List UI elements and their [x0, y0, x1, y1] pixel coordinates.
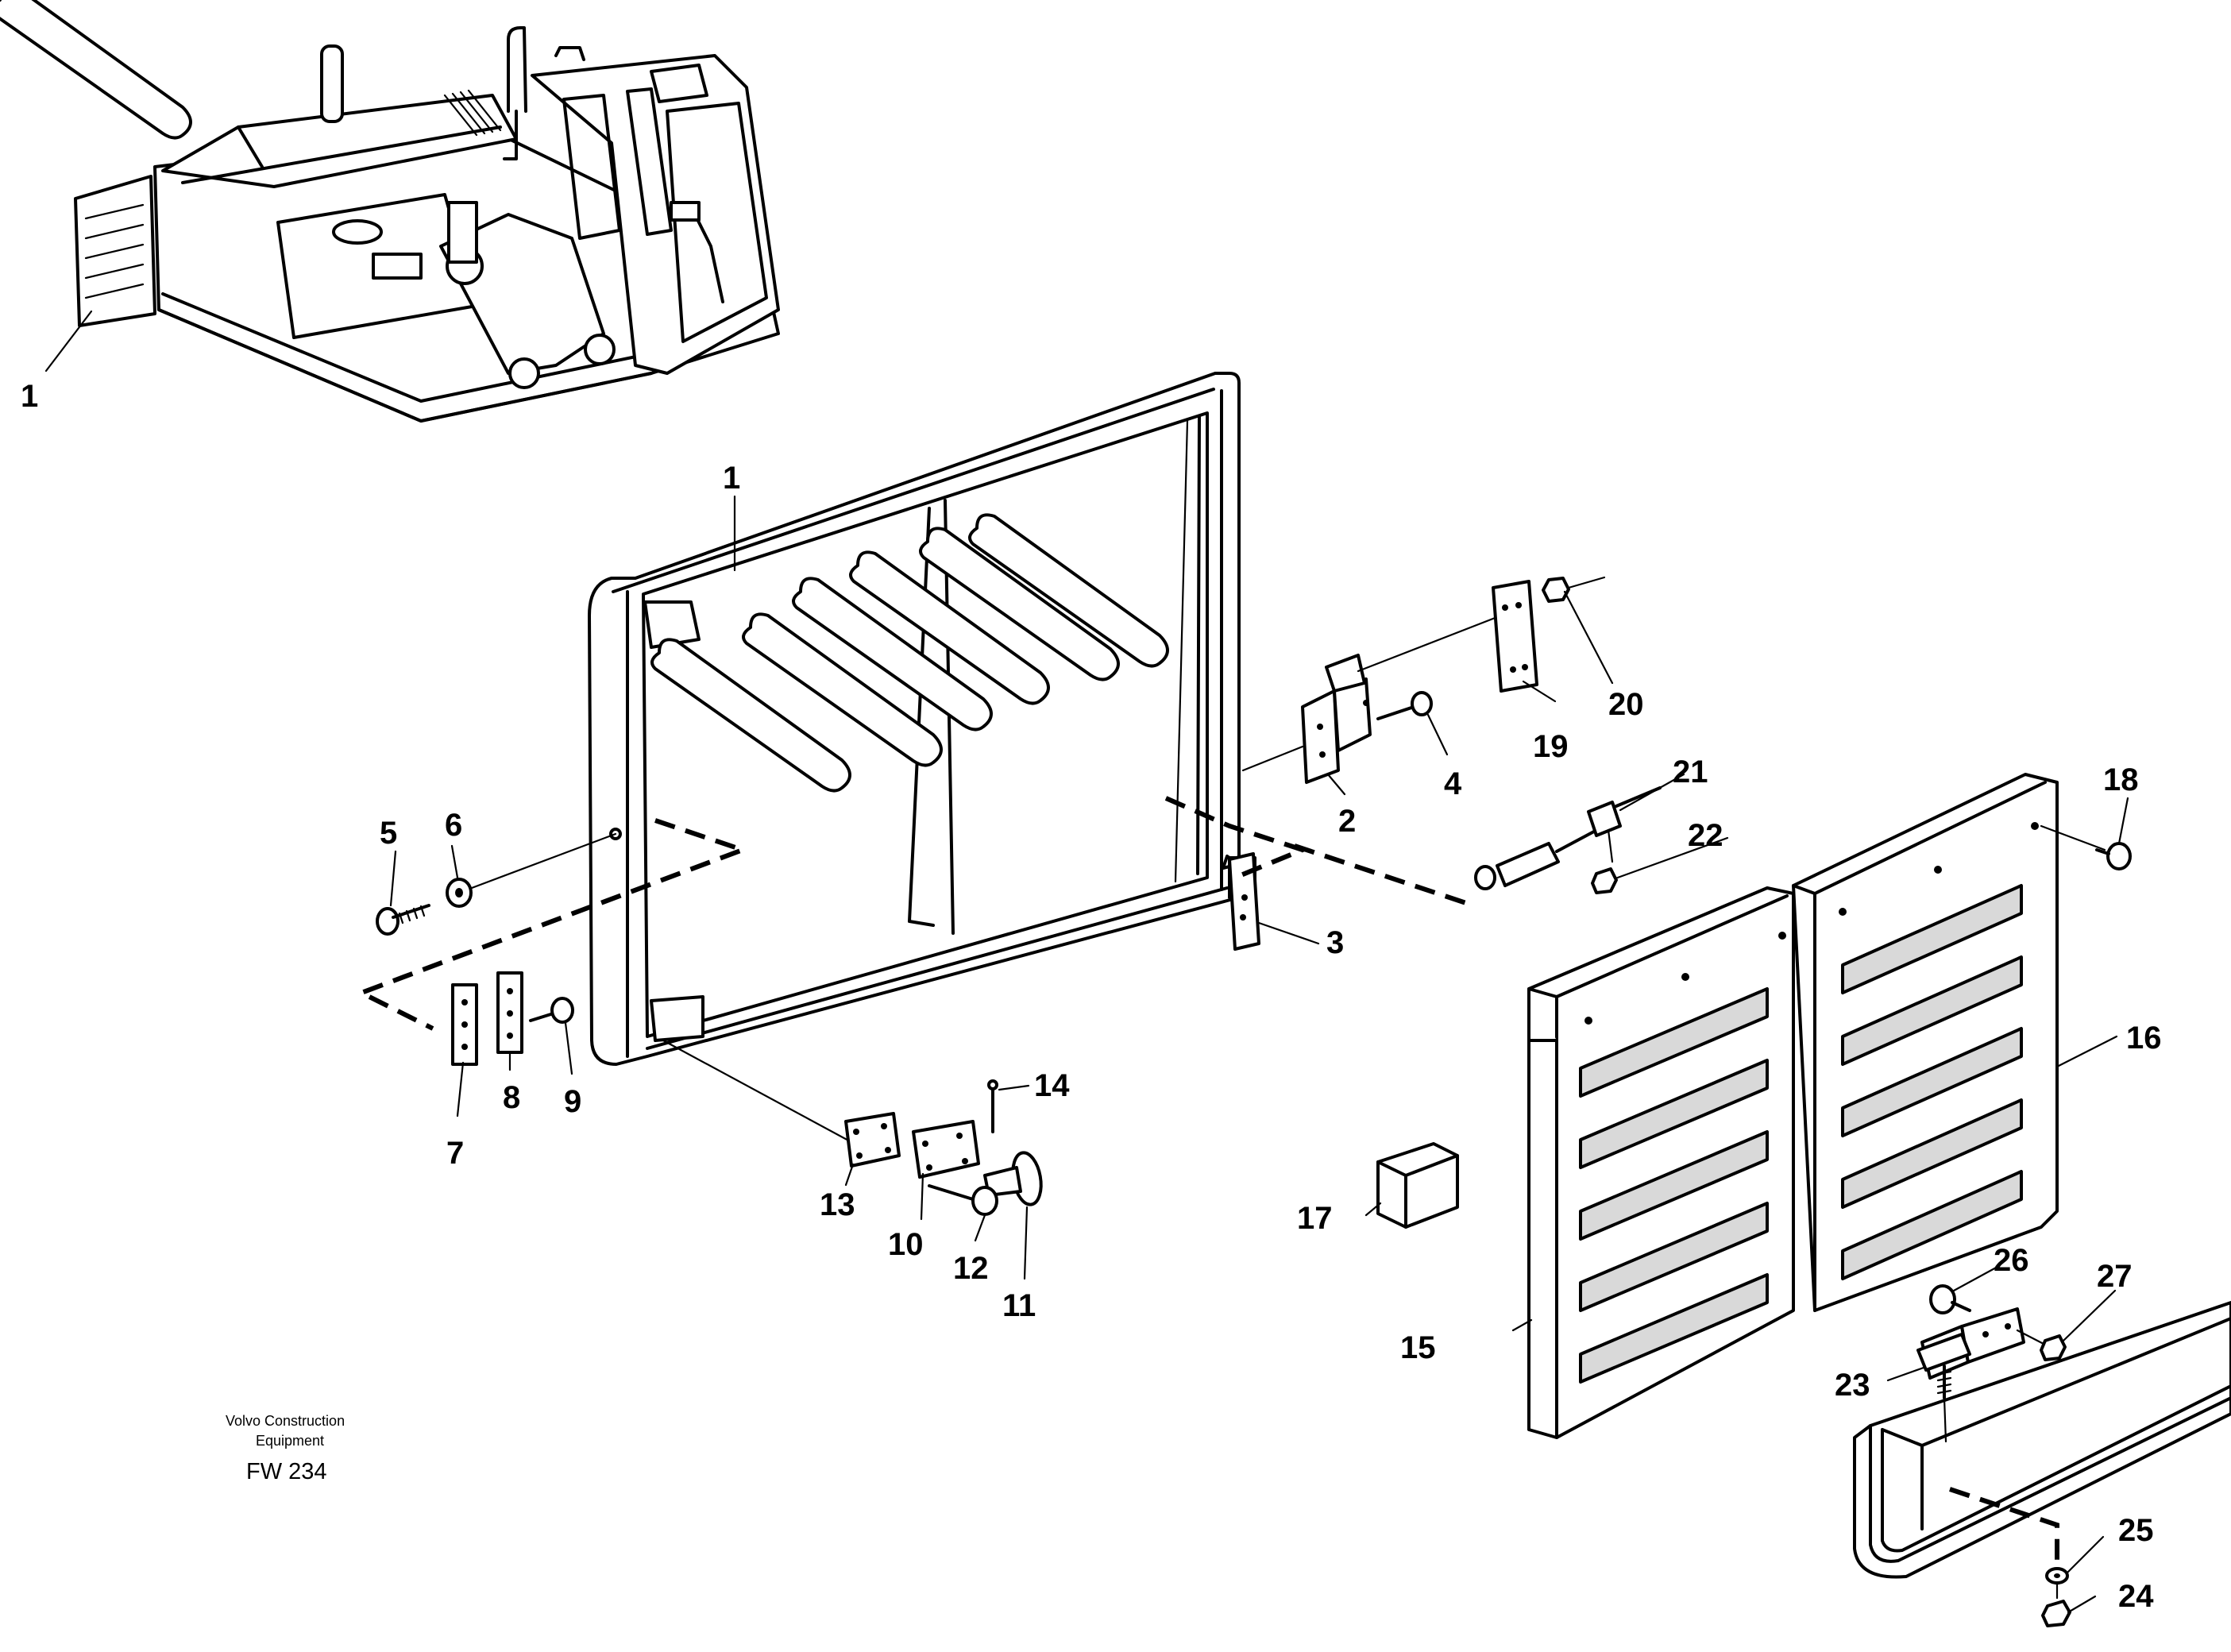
callout-9: 9	[564, 1084, 581, 1119]
callout-27: 27	[2097, 1259, 2133, 1294]
callout-14: 14	[1034, 1068, 1070, 1103]
bolt-part-5	[376, 904, 430, 936]
block-part-17	[1376, 1142, 1459, 1229]
plate-part-7	[451, 983, 478, 1066]
bolt-part-4	[1376, 691, 1433, 720]
callout-19: 19	[1533, 729, 1569, 764]
bracket-part-23	[1916, 1307, 2025, 1399]
callout-labels: 1 1 2 3 4 5 6 7 8 9 10 11 12 13 14 15 16…	[21, 379, 2162, 1614]
reference-dash-right	[1164, 796, 1474, 908]
callout-5: 5	[380, 816, 397, 851]
callout-26: 26	[1994, 1243, 2029, 1278]
callout-4: 4	[1444, 766, 1462, 801]
door-panel-part-16	[1792, 773, 2059, 1312]
leader-lines	[44, 310, 2129, 1614]
callout-10: 10	[888, 1227, 924, 1262]
reference-dash-left	[355, 818, 750, 1031]
callout-25: 25	[2118, 1513, 2154, 1548]
nut-part-27	[2016, 1329, 2067, 1361]
callout-18: 18	[2103, 762, 2139, 797]
frame-slats	[0, 0, 1169, 793]
channel-rail	[1853, 1301, 2231, 1579]
nut-part-24	[2041, 1600, 2071, 1627]
bolt-part-9	[529, 997, 574, 1024]
reference-dash-bottom	[1949, 1487, 2059, 1584]
callout-23: 23	[1835, 1368, 1870, 1403]
publisher-credit: Volvo Construction Equipment FW 234	[226, 1413, 345, 1484]
pin-part-14	[987, 1079, 998, 1133]
hinge-part-2	[1301, 654, 1372, 784]
bolt-part-12	[928, 1184, 998, 1216]
callout-11: 11	[1002, 1288, 1036, 1323]
bolt-part-26	[1929, 1284, 1971, 1314]
nut-part-22	[1591, 867, 1618, 894]
plate-part-8	[496, 971, 523, 1054]
callout-6: 6	[445, 808, 462, 843]
callout-12: 12	[953, 1251, 989, 1286]
callout-20: 20	[1608, 687, 1644, 722]
plate-part-3	[1222, 852, 1260, 951]
callout-7: 7	[446, 1136, 464, 1171]
callout-8: 8	[503, 1080, 520, 1115]
door-frame	[0, 0, 1241, 1066]
callout-17: 17	[1297, 1201, 1333, 1236]
plate-part-19	[1492, 580, 1538, 693]
callout-16: 16	[2126, 1021, 2162, 1056]
washer-part-6	[446, 878, 473, 908]
callout-21: 21	[1673, 755, 1708, 789]
door-panel-part-15	[1527, 886, 1795, 1439]
callout-24: 24	[2118, 1579, 2154, 1614]
credit-line-1: Volvo Construction	[226, 1413, 345, 1429]
washer-part-25	[2045, 1567, 2069, 1584]
callout-2: 2	[1338, 804, 1356, 839]
credit-line-2: Equipment	[256, 1433, 324, 1449]
excavator-overview-illustration	[74, 26, 780, 423]
callout-1: 1	[723, 461, 740, 496]
callout-22: 22	[1688, 818, 1723, 853]
plate-part-13	[844, 1112, 901, 1168]
callout-13: 13	[820, 1187, 855, 1222]
callout-3: 3	[1326, 925, 1344, 960]
figure-code: FW 234	[246, 1459, 327, 1484]
knob-part-11	[983, 1151, 1043, 1206]
bracket-part-10	[912, 1120, 980, 1179]
callout-15: 15	[1400, 1330, 1436, 1365]
callout-1-overview: 1	[21, 379, 38, 414]
nut-part-20	[1542, 576, 1606, 603]
gas-strut-part-21	[1474, 786, 1662, 890]
